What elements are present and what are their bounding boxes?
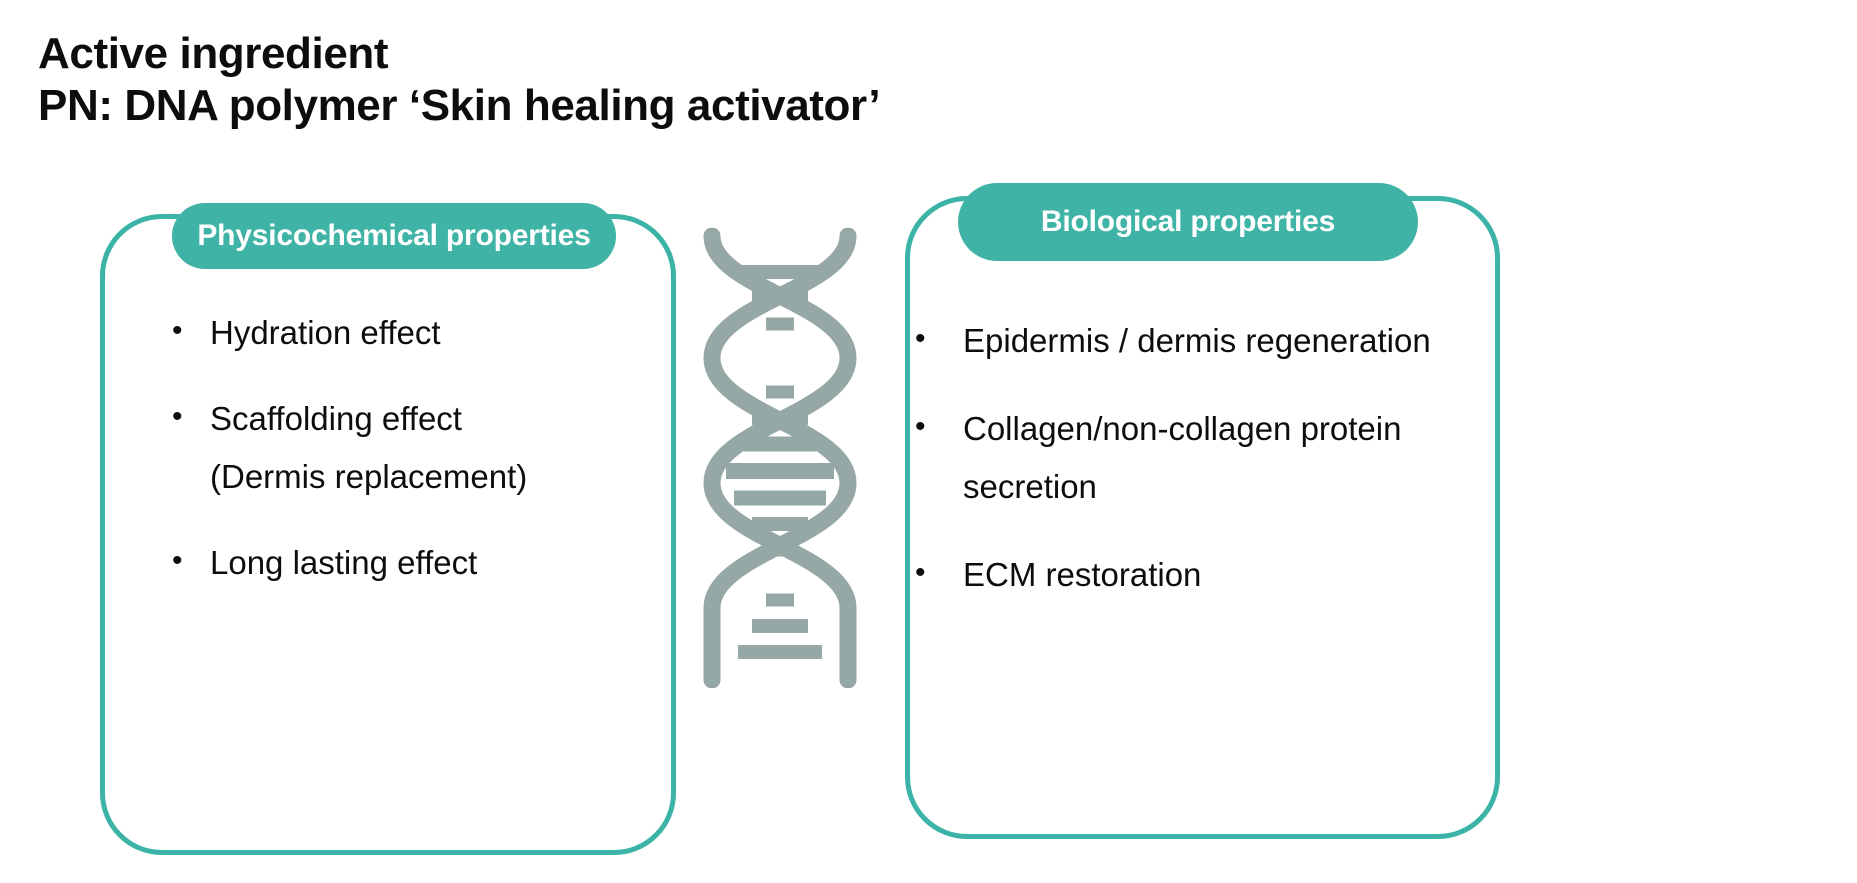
list-item-label: Collagen/non-collagen protein secretion (963, 409, 1402, 506)
dna-double-helix-icon (690, 227, 870, 689)
physicochemical-properties-list: • Hydration effect • Scaffolding effect … (172, 314, 642, 632)
title-line-1: Active ingredient (38, 29, 389, 78)
physicochemical-properties-header: Physicochemical properties (172, 203, 616, 269)
list-item: • Hydration effect (172, 314, 642, 363)
list-item-label: ECM restoration (963, 556, 1202, 594)
bullet-point-icon: • (915, 322, 926, 355)
list-item: • ECM restoration (915, 556, 1495, 605)
list-item-label: Long lasting effect (210, 544, 478, 582)
list-item: • Scaffolding effect (Dermis replacement… (172, 399, 642, 507)
page-title: Active ingredient PN: DNA polymer ‘Skin … (38, 28, 1138, 132)
biological-properties-header: Biological properties (958, 183, 1418, 261)
biological-properties-list: • Epidermis / dermis regeneration • Coll… (915, 322, 1495, 646)
bullet-point-icon: • (172, 314, 183, 347)
title-line-2: PN: DNA polymer ‘Skin healing activator’ (38, 80, 881, 130)
physicochemical-properties-panel (100, 214, 676, 855)
list-item-label: Epidermis / dermis regeneration (963, 322, 1431, 359)
bullet-point-icon: • (172, 544, 183, 578)
bullet-point-icon: • (915, 409, 926, 443)
bullet-point-icon: • (915, 556, 926, 590)
list-item: • Long lasting effect (172, 544, 642, 593)
bullet-point-icon: • (172, 399, 183, 433)
list-item-label: Hydration effect (210, 314, 441, 351)
list-item: • Epidermis / dermis regeneration (915, 322, 1495, 371)
list-item-label: Scaffolding effect (Dermis replacement) (210, 399, 528, 496)
list-item: • Collagen/non-collagen protein secretio… (915, 409, 1495, 517)
